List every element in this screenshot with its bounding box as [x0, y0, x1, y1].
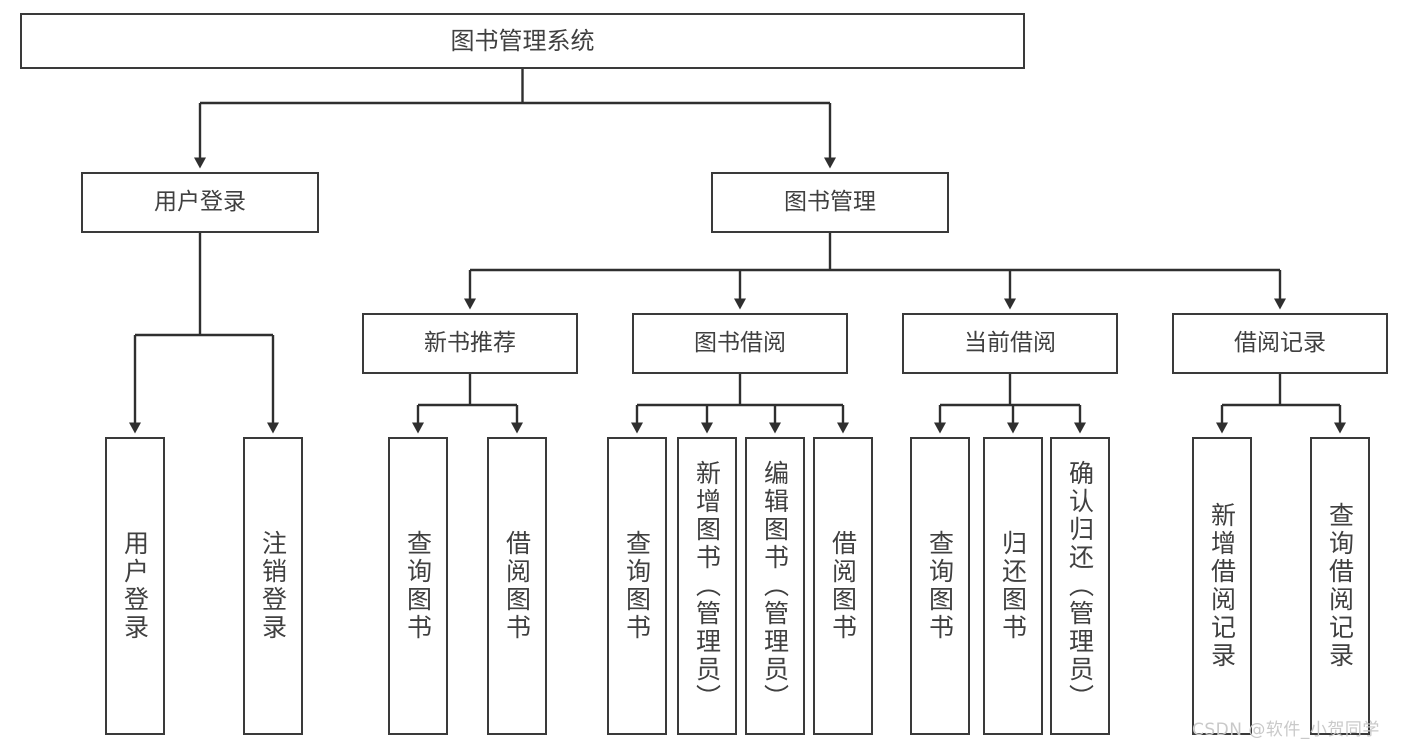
- node-label: 查询图书: [622, 530, 652, 642]
- node-root[interactable]: 图书管理系统: [20, 13, 1025, 69]
- node-label: 新书推荐: [424, 329, 516, 356]
- node-book-manage[interactable]: 图书管理: [711, 172, 949, 233]
- node-label: 新增图书（管理员）: [692, 460, 722, 712]
- node-label: 注销登录: [258, 530, 288, 642]
- node-current-borrow[interactable]: 当前借阅: [902, 313, 1118, 374]
- node-label: 归还图书: [998, 530, 1028, 642]
- node-new-book-rec[interactable]: 新书推荐: [362, 313, 578, 374]
- node-leaf-borrow-book-1[interactable]: 借阅图书: [487, 437, 547, 735]
- node-leaf-borrow-book-2[interactable]: 借阅图书: [813, 437, 873, 735]
- node-label: 借阅图书: [828, 530, 858, 642]
- node-leaf-query-book-2[interactable]: 查询图书: [607, 437, 667, 735]
- node-label: 确认归还（管理员）: [1065, 460, 1095, 712]
- node-leaf-logout[interactable]: 注销登录: [243, 437, 303, 735]
- node-label: 图书管理系统: [450, 26, 595, 55]
- node-borrow-record[interactable]: 借阅记录: [1172, 313, 1388, 374]
- node-label: 查询图书: [925, 530, 955, 642]
- node-leaf-return-book[interactable]: 归还图书: [983, 437, 1043, 735]
- node-leaf-user-login[interactable]: 用户登录: [105, 437, 165, 735]
- node-user-login[interactable]: 用户登录: [81, 172, 319, 233]
- node-leaf-add-book[interactable]: 新增图书（管理员）: [677, 437, 737, 735]
- node-label: 用户登录: [154, 188, 246, 215]
- node-label: 新增借阅记录: [1207, 502, 1237, 670]
- node-leaf-add-record[interactable]: 新增借阅记录: [1192, 437, 1252, 735]
- node-label: 借阅记录: [1234, 329, 1326, 356]
- node-label: 编辑图书（管理员）: [760, 460, 790, 712]
- node-leaf-query-book-3[interactable]: 查询图书: [910, 437, 970, 735]
- node-leaf-confirm-return[interactable]: 确认归还（管理员）: [1050, 437, 1110, 735]
- node-label: 借阅图书: [502, 530, 532, 642]
- node-leaf-query-record[interactable]: 查询借阅记录: [1310, 437, 1370, 735]
- node-label: 当前借阅: [964, 329, 1056, 356]
- node-label: 查询图书: [403, 530, 433, 642]
- node-leaf-query-book-1[interactable]: 查询图书: [388, 437, 448, 735]
- csdn-watermark: CSDN @软件_小贺同学: [1192, 720, 1380, 740]
- node-leaf-edit-book[interactable]: 编辑图书（管理员）: [745, 437, 805, 735]
- node-label: 用户登录: [120, 530, 150, 642]
- node-label: 图书借阅: [694, 329, 786, 356]
- node-label: 图书管理: [784, 188, 876, 215]
- node-book-borrow[interactable]: 图书借阅: [632, 313, 848, 374]
- node-label: 查询借阅记录: [1325, 502, 1355, 670]
